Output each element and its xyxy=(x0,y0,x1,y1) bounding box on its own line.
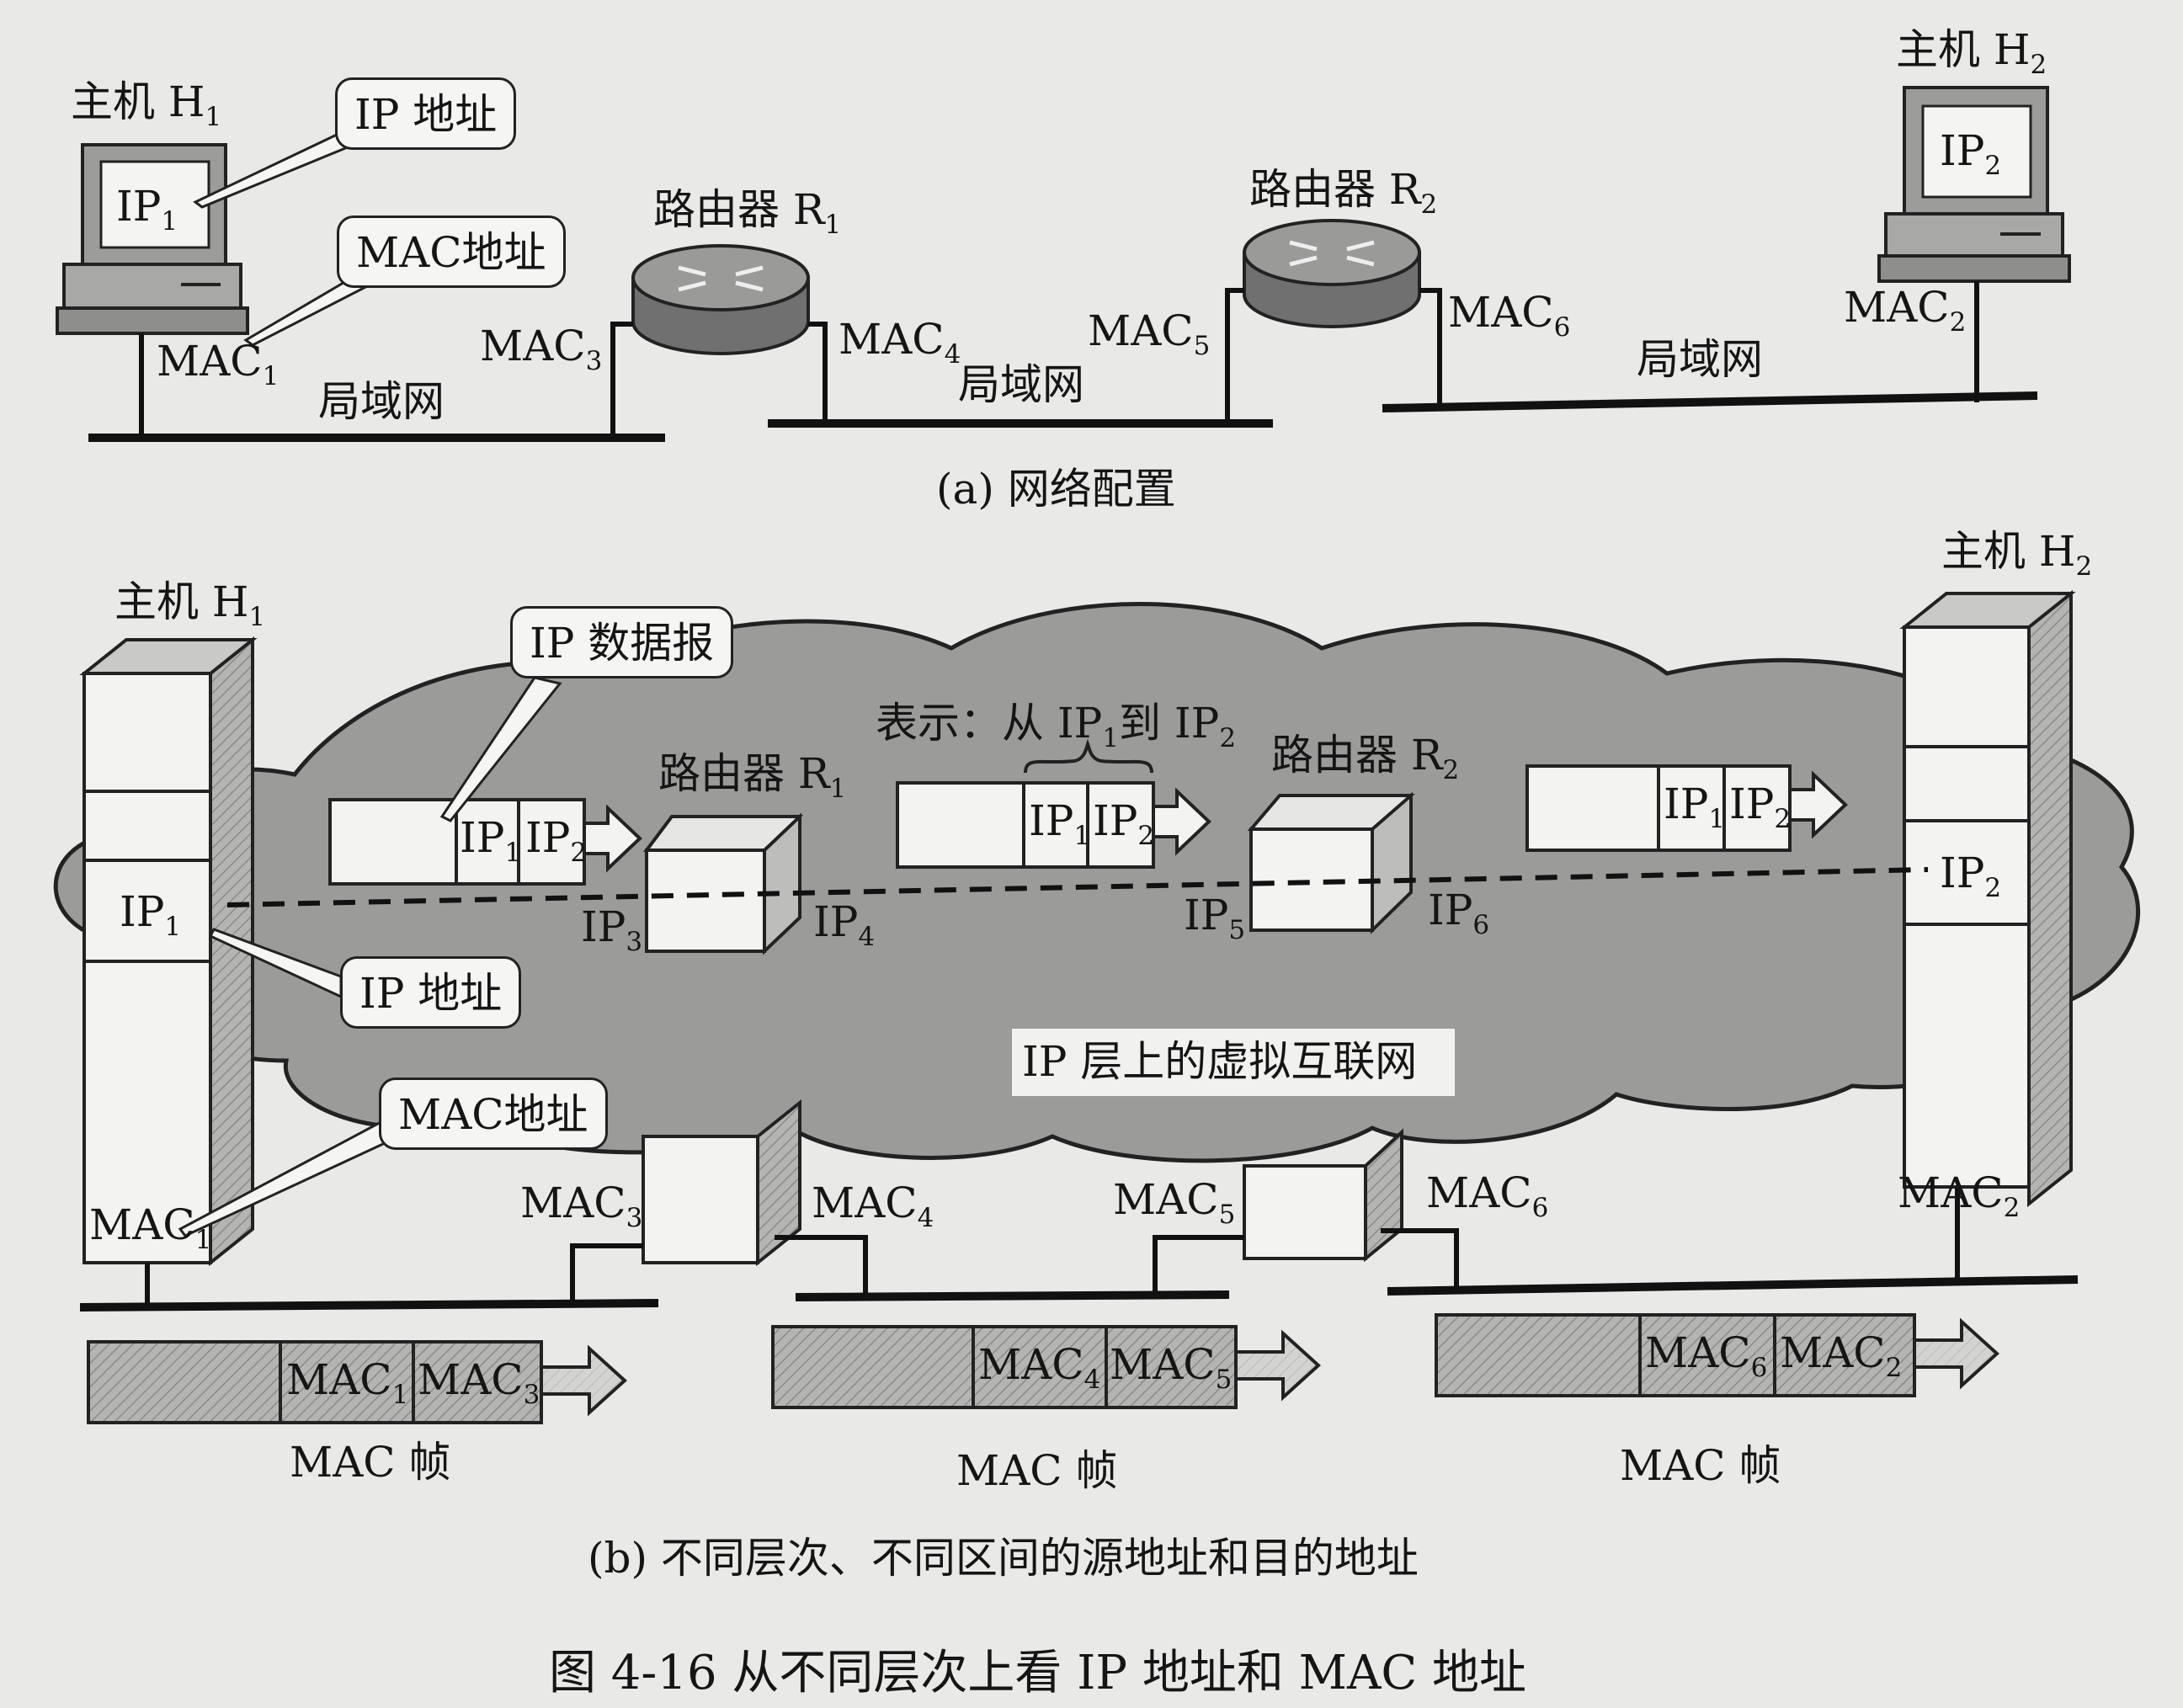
router-r2-label: 路由器 R2 xyxy=(1249,165,1438,220)
mac2-label-b: MAC2 xyxy=(1898,1168,2021,1223)
r1-ip3-label: IP3 xyxy=(581,902,643,957)
host-h2-label-b: 主机 H2 xyxy=(1941,527,2093,582)
mac3-label-b: MAC3 xyxy=(520,1179,643,1233)
mac-frame-label-2: MAC 帧 xyxy=(956,1446,1118,1495)
callout-tail-mac-a xyxy=(243,276,374,347)
frame3-dst-mac: MAC2 xyxy=(1780,1328,1903,1383)
mac2-label-a: MAC2 xyxy=(1844,283,1967,338)
ip-datagram-2 xyxy=(896,781,1211,869)
host-h2-computer-icon xyxy=(1877,86,2071,283)
router-r2-cube xyxy=(1247,791,1415,934)
dg3-src-ip: IP1 xyxy=(1664,780,1726,834)
frame1-dst-mac: MAC3 xyxy=(418,1355,540,1410)
r2-link-right xyxy=(1419,288,1442,408)
mac1-label-a: MAC1 xyxy=(157,337,280,391)
mac1-label-b: MAC1 xyxy=(89,1200,212,1255)
mac3-label-a: MAC3 xyxy=(480,322,603,376)
mac-frame-1 xyxy=(87,1340,627,1424)
mac-frame-2 xyxy=(771,1325,1321,1409)
ip-datagram-1 xyxy=(328,798,642,886)
mac4-label-b: MAC4 xyxy=(812,1179,934,1233)
host-h2-ip-label: IP2 xyxy=(1940,126,2002,181)
router-r1-cube xyxy=(643,812,803,955)
router-r2-label-b: 路由器 R2 xyxy=(1271,731,1460,785)
frame2-src-mac: MAC4 xyxy=(978,1340,1101,1395)
h2-ip2-label: IP2 xyxy=(1940,849,2002,903)
mac5-label-b: MAC5 xyxy=(1113,1175,1236,1230)
caption-a: (a) 网络配置 xyxy=(936,465,1176,513)
host-h1-stack xyxy=(79,636,258,1267)
lan-label-1: 局域网 xyxy=(318,377,445,426)
router-r1-label: 路由器 R1 xyxy=(653,185,842,240)
lan-line-b2 xyxy=(795,1290,1230,1301)
router-r1-icon xyxy=(631,244,810,355)
dg1-src-ip: IP1 xyxy=(460,813,522,868)
r2-link-right-b xyxy=(1381,1228,1459,1291)
r2-ip5-label: IP5 xyxy=(1184,891,1246,945)
dg2-dst-ip: IP2 xyxy=(1093,796,1155,851)
r2-link-left xyxy=(1225,288,1244,423)
lan-line-b3 xyxy=(1387,1275,2079,1296)
r1-link-right-b xyxy=(775,1235,868,1296)
router-r1-label-b: 路由器 R1 xyxy=(658,749,847,804)
mac4-label-a: MAC4 xyxy=(839,315,961,370)
host-h1-label: 主机 H1 xyxy=(71,77,222,132)
mac-frame-3 xyxy=(1435,1313,1999,1397)
callout-ip-address-b: IP 地址 xyxy=(340,956,522,1029)
host-h1-ip-label: IP1 xyxy=(116,182,178,237)
brace xyxy=(1024,738,1153,774)
virtual-internet-label: IP 层上的虚拟互联网 xyxy=(1022,1037,1418,1086)
r1-link-left-b xyxy=(570,1243,643,1305)
lan-line-3 xyxy=(1382,391,2038,412)
host-h2-stack xyxy=(1899,589,2076,1208)
dg1-dst-ip: IP2 xyxy=(525,813,588,868)
ip-virtual-path xyxy=(226,867,1929,907)
r2-link-left-b xyxy=(1153,1235,1244,1295)
figure-caption: 图 4-16 从不同层次上看 IP 地址和 MAC 地址 xyxy=(549,1646,1527,1700)
callout-tail-datagram xyxy=(439,676,562,822)
mac-frame-label-1: MAC 帧 xyxy=(290,1438,451,1487)
frame1-src-mac: MAC1 xyxy=(286,1355,409,1410)
part-a-network-config xyxy=(56,86,2071,442)
lan-label-2: 局域网 xyxy=(958,360,1084,409)
h1-ip1-label: IP1 xyxy=(120,887,182,942)
dg2-src-ip: IP1 xyxy=(1029,796,1091,851)
r2-ip6-label: IP6 xyxy=(1428,886,1490,940)
mac-frame-label-3: MAC 帧 xyxy=(1620,1441,1781,1490)
callout-mac-address-a: MAC地址 xyxy=(337,215,566,288)
r1-link-right xyxy=(808,322,828,423)
r1-link-left xyxy=(610,322,633,438)
dg3-dst-ip: IP2 xyxy=(1729,780,1792,834)
mac6-label-a: MAC6 xyxy=(1448,288,1571,343)
callout-mac-address-b: MAC地址 xyxy=(379,1077,608,1150)
r1-ip4-label: IP4 xyxy=(813,897,876,952)
ip-datagram-3 xyxy=(1525,764,1848,852)
host-h1-label-b: 主机 H1 xyxy=(114,577,266,632)
frame3-src-mac: MAC6 xyxy=(1645,1328,1768,1383)
router-r2-icon xyxy=(1243,219,1421,328)
callout-ip-datagram: IP 数据报 xyxy=(510,606,734,678)
lan-line-b1 xyxy=(79,1299,659,1312)
host-h1-computer-icon xyxy=(56,143,249,335)
annotation-from-ip1-to-ip2: 表示：从 IP1到 IP2 xyxy=(876,699,1237,753)
mac5-label-a: MAC5 xyxy=(1088,306,1211,361)
caption-b: (b) 不同层次、不同区间的源地址和目的地址 xyxy=(588,1534,1419,1583)
host-h2-label: 主机 H2 xyxy=(1896,25,2047,80)
frame2-dst-mac: MAC5 xyxy=(1110,1340,1233,1395)
callout-ip-address-a: IP 地址 xyxy=(335,77,517,150)
virtual-net-plate xyxy=(1012,1029,1455,1096)
lan-label-3: 局域网 xyxy=(1637,335,1763,384)
part-b-layers xyxy=(53,589,2140,1424)
mac6-label-b: MAC6 xyxy=(1426,1168,1549,1223)
router-r1-lower xyxy=(642,1099,801,1267)
